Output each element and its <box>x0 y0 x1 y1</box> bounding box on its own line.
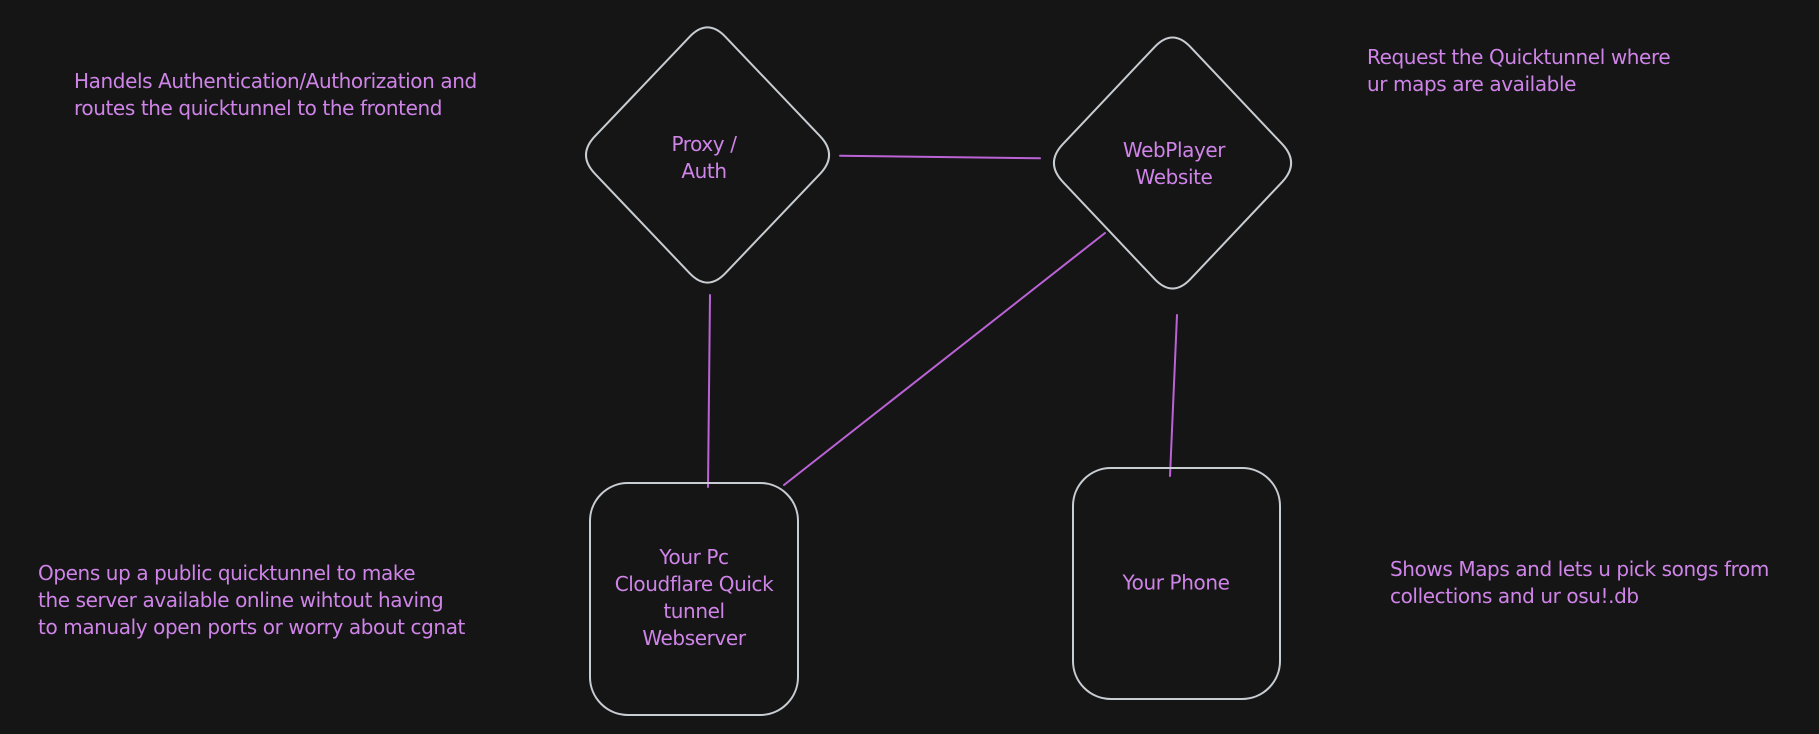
webplayer-note[interactable]: Request the Quicktunnel where ur maps ar… <box>1367 45 1671 96</box>
edge-webplayer-yourpc[interactable] <box>783 232 1106 486</box>
your-pc-label[interactable]: Your Pc Cloudflare Quick tunnel Webserve… <box>614 545 774 650</box>
your-pc-rectangle[interactable] <box>589 482 799 716</box>
phone-note[interactable]: Shows Maps and lets u pick songs from co… <box>1390 557 1769 608</box>
your-phone-label[interactable]: Your Phone <box>1122 570 1230 595</box>
proxy-auth-label[interactable]: Proxy / Auth <box>671 132 737 183</box>
webplayer-label[interactable]: WebPlayer Website <box>1122 138 1226 189</box>
edge-webplayer-yourphone[interactable] <box>1169 314 1178 477</box>
your-phone-rectangle[interactable] <box>1072 467 1281 700</box>
webplayer-diamond[interactable] <box>1052 36 1293 290</box>
edge-proxy-yourpc[interactable] <box>707 294 711 488</box>
proxy-auth-note[interactable]: Handels Authentication/Authorization and… <box>74 69 477 120</box>
quicktunnel-server-note[interactable]: Opens up a public quicktunnel to make th… <box>38 561 465 639</box>
edge-proxy-webplayer[interactable] <box>839 154 1041 160</box>
proxy-auth-diamond[interactable] <box>585 26 831 284</box>
